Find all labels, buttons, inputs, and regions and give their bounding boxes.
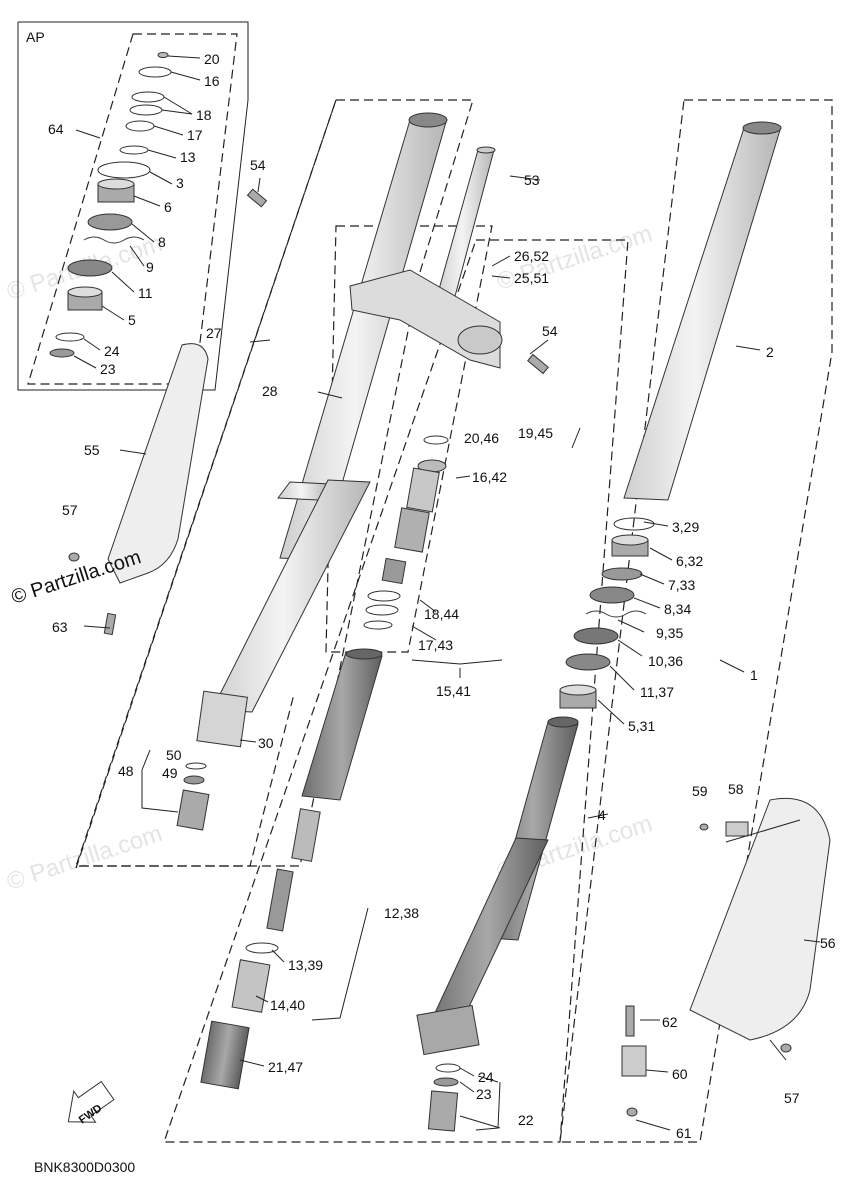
callout: 11,37	[640, 684, 674, 700]
callout: 23	[100, 361, 116, 377]
callout: 50	[166, 747, 182, 763]
callout: 57	[784, 1090, 800, 1106]
callout: 62	[662, 1014, 678, 1030]
lower-tube	[416, 716, 579, 1056]
callout: 13	[180, 149, 196, 165]
callout: 5,31	[628, 718, 655, 734]
callout: 30	[258, 735, 274, 751]
callout: 48	[118, 763, 134, 779]
callout: 10,36	[648, 653, 683, 669]
callout: 24	[478, 1069, 494, 1085]
callout: 11	[138, 285, 153, 301]
callout: 56	[820, 935, 836, 951]
callout: 53	[524, 172, 540, 188]
callout: 8	[158, 234, 166, 250]
bolt-icon	[246, 188, 549, 375]
damper-cartridge	[363, 435, 449, 630]
callout: 6,32	[676, 553, 703, 569]
callout: 22	[518, 1112, 534, 1128]
callout: 3,29	[672, 519, 699, 535]
seal-stack-right	[559, 517, 655, 709]
callout: 54	[250, 157, 266, 173]
callout: 16,42	[472, 469, 507, 485]
callout: 59	[692, 783, 708, 799]
callout: 14,40	[270, 997, 305, 1013]
fork-guard-left	[107, 343, 209, 584]
hardware	[68, 552, 792, 1132]
diagram-code: BNK8300D0300	[34, 1159, 135, 1175]
callout-labels: 20 16 18 17 13 3 6 8 9 11 5 24 23 64 54 …	[48, 51, 836, 1141]
fork-tube-right	[623, 121, 782, 501]
callout: 49	[162, 765, 178, 781]
callout: 60	[672, 1066, 688, 1082]
callout: 54	[542, 323, 558, 339]
callout: 9	[146, 259, 154, 275]
callout: 5	[128, 312, 136, 328]
callout: 2	[766, 344, 774, 360]
spring-assembly	[200, 648, 383, 1090]
callout: 4	[598, 807, 606, 823]
callout: 61	[676, 1125, 692, 1141]
callout: 1	[750, 667, 758, 683]
outline-27	[75, 99, 474, 869]
outline-1	[559, 99, 833, 1143]
inset-title: AP	[26, 29, 45, 45]
callout: 17,43	[418, 637, 453, 653]
callout: 21,47	[268, 1059, 303, 1075]
callout: 7,33	[668, 577, 695, 593]
callout: 12,38	[384, 905, 419, 921]
steering-stem	[349, 146, 503, 369]
callout: 25,51	[514, 270, 549, 286]
callout: 13,39	[288, 957, 323, 973]
callout: 6	[164, 199, 172, 215]
callout: 23	[476, 1086, 492, 1102]
callout: 20,46	[464, 430, 499, 446]
callout: 63	[52, 619, 68, 635]
callout: 27	[206, 325, 222, 341]
fork-tube-left	[196, 112, 448, 748]
callout: 28	[262, 383, 278, 399]
callout: 8,34	[664, 601, 691, 617]
callout: 9,35	[656, 625, 683, 641]
callout: 26,52	[514, 248, 549, 264]
callout: 64	[48, 121, 64, 137]
callout: 20	[204, 51, 220, 67]
callout: 55	[84, 442, 100, 458]
callout: 58	[728, 781, 744, 797]
callout: 3	[176, 175, 184, 191]
inset-ap-box: AP	[17, 21, 249, 391]
group-brackets	[83, 175, 821, 1131]
callout: 17	[187, 127, 203, 143]
callout: 57	[62, 502, 78, 518]
watermark: © Partzilla.com	[4, 820, 166, 896]
callout: 15,41	[436, 683, 471, 699]
callout: 19,45	[518, 425, 553, 441]
callout: 18	[196, 107, 212, 123]
callout: 24	[104, 343, 120, 359]
fork-guard-right	[689, 797, 831, 1041]
callout: 16	[204, 73, 220, 89]
fwd-arrow-icon: FWD	[67, 1080, 115, 1126]
callout: 18,44	[424, 606, 459, 622]
